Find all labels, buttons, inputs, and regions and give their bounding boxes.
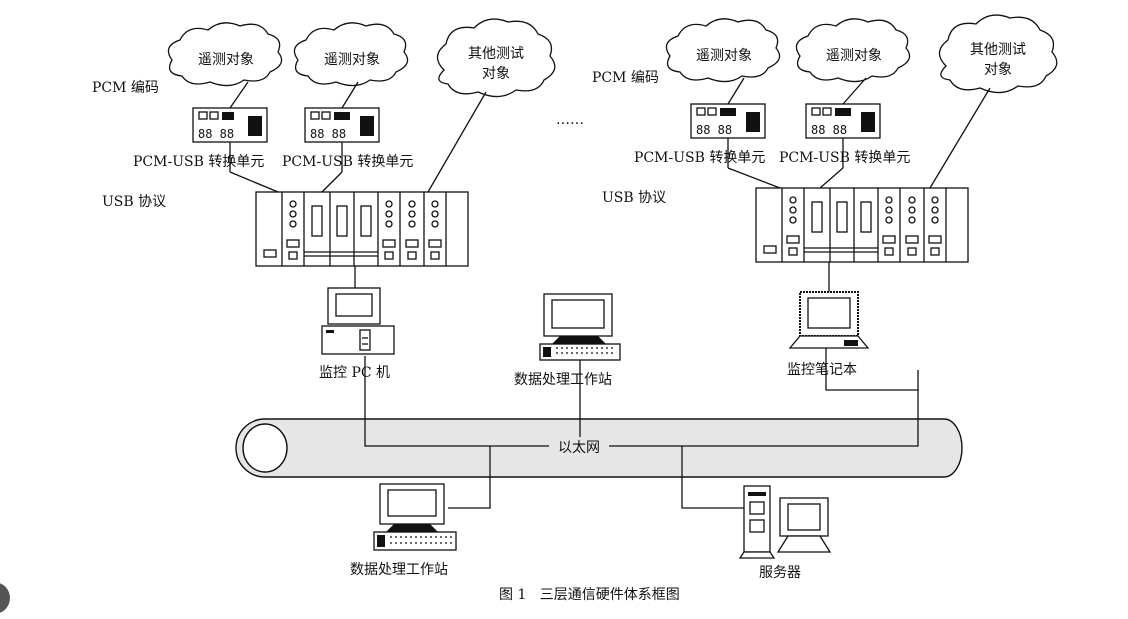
converter-label-2: PCM-USB 转换单元: [282, 153, 413, 170]
usb-hub-rack-right: [755, 187, 969, 263]
cloud-telemetry-object-3: 遥测对象: [665, 18, 781, 83]
cloud-label: 其他测试: [970, 42, 1026, 58]
usb-protocol-label-right: USB 协议: [602, 190, 666, 206]
svg-text:88 88: 88 88: [310, 127, 346, 141]
network-cables: [364, 348, 919, 509]
workstation-icon-bottom: [373, 483, 457, 551]
cloud-telemetry-object-1: 遥测对象: [167, 22, 283, 87]
cloud-label: 遥测对象: [826, 48, 882, 64]
pcm-encoding-label-right: PCM 编码: [592, 70, 659, 86]
cloud-other-test-object-2: 其他测试 对象: [938, 14, 1058, 94]
pcm-unit-1: 88 88: [192, 107, 268, 143]
decorative-edge-circle: [0, 583, 10, 613]
cloud-label: 其他测试: [468, 46, 524, 62]
svg-text:88 88: 88 88: [198, 127, 234, 141]
converter-label-4: PCM-USB 转换单元: [779, 149, 910, 166]
workstation-icon-center: [539, 293, 621, 361]
converter-label-3: PCM-USB 转换单元: [634, 149, 765, 166]
cloud-label: 遥测对象: [198, 52, 254, 68]
ellipsis: ……: [556, 112, 584, 128]
cloud-telemetry-object-2: 遥测对象: [293, 22, 409, 87]
ethernet-label: 以太网: [558, 440, 600, 456]
ethernet-bus: 以太网: [235, 418, 963, 478]
workstation-label-center: 数据处理工作站: [514, 372, 612, 388]
usb-protocol-label: USB 协议: [102, 194, 166, 210]
cloud-label: 对象: [482, 66, 510, 82]
pcm-encoding-label: PCM 编码: [92, 80, 159, 96]
svg-text:88 88: 88 88: [696, 123, 732, 137]
monitoring-laptop-icon: [788, 291, 870, 349]
monitoring-pc-icon: [321, 287, 395, 355]
connector-lines: [229, 77, 991, 193]
monitoring-pc-label: 监控 PC 机: [319, 365, 390, 381]
workstation-label-bottom: 数据处理工作站: [350, 562, 448, 578]
cloud-other-test-object: 其他测试 对象: [436, 18, 556, 98]
cloud-label: 遥测对象: [324, 52, 380, 68]
server-icon: [738, 485, 832, 559]
server-label: 服务器: [759, 565, 801, 581]
cloud-label: 对象: [984, 62, 1012, 78]
pcm-unit-3: 88 88: [690, 103, 766, 139]
cloud-label: 遥测对象: [696, 48, 752, 64]
figure-caption: 图 1 三层通信硬件体系框图: [499, 587, 680, 603]
pcm-unit-4: 88 88: [805, 103, 881, 139]
cloud-telemetry-object-4: 遥测对象: [795, 18, 911, 83]
monitoring-laptop-label: 监控笔记本: [787, 362, 857, 378]
svg-text:88 88: 88 88: [811, 123, 847, 137]
pcm-unit-2: 88 88: [304, 107, 380, 143]
converter-label-1: PCM-USB 转换单元: [133, 153, 264, 170]
usb-hub-rack-left: [255, 191, 469, 267]
